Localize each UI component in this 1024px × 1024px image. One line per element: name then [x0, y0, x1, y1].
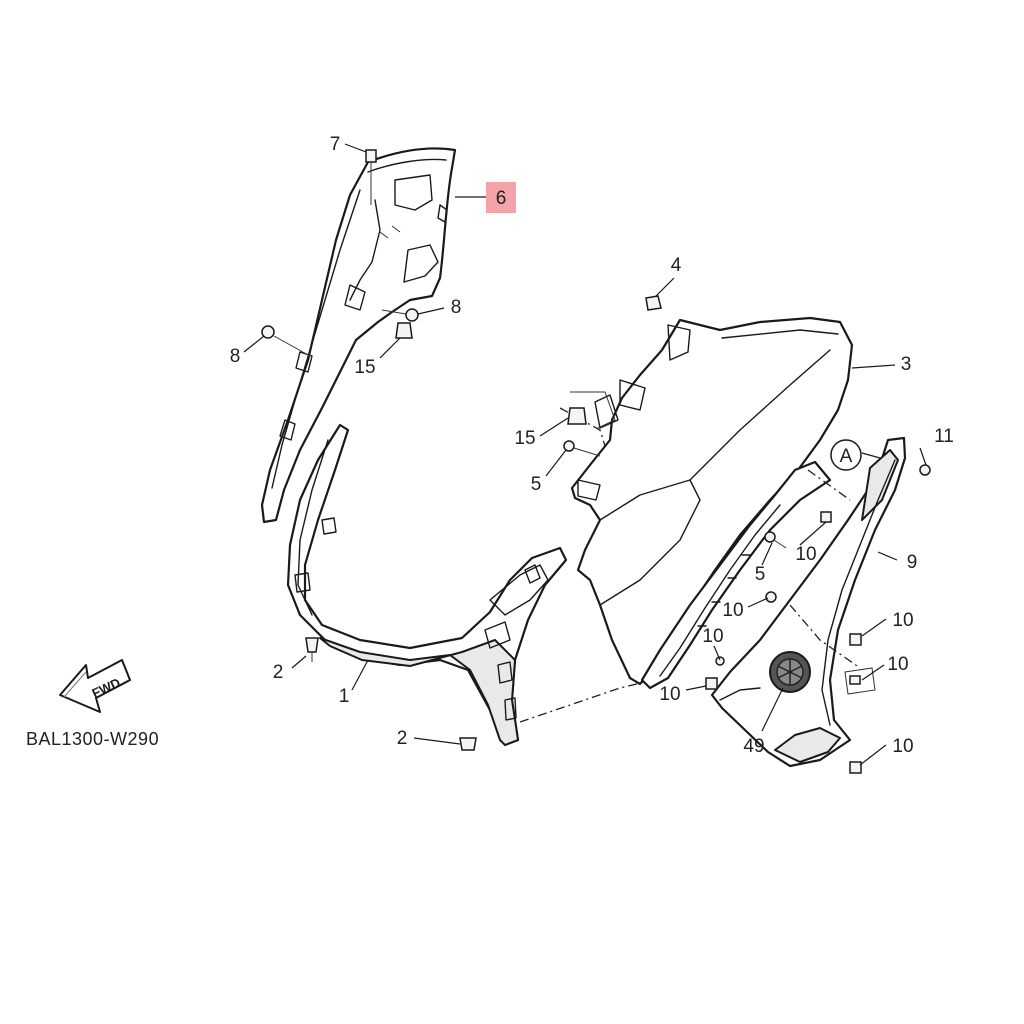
drawing-code: BAL1300-W290 [26, 729, 159, 749]
part-3-side-panel[interactable] [570, 316, 854, 686]
callout-8-right[interactable]: 8 [451, 297, 462, 318]
callout-4[interactable]: 4 [671, 255, 682, 276]
part-6-upper-panel[interactable] [260, 147, 457, 524]
screw-11[interactable] [919, 464, 931, 476]
callout-10-f[interactable]: 10 [659, 684, 680, 705]
part-1-lower-cover[interactable] [286, 423, 568, 747]
screw-2-upper[interactable] [305, 637, 319, 662]
callout-labels: 7 6 8 8 15 4 3 15 5 11 10 5 9 10 10 10 1… [230, 134, 954, 757]
callout-8-left[interactable]: 8 [230, 346, 241, 367]
callout-1[interactable]: 1 [339, 686, 350, 707]
screw-2-lower[interactable] [459, 737, 477, 751]
bolt-8-left[interactable] [261, 325, 311, 357]
screw-7[interactable] [365, 149, 377, 205]
callout-7[interactable]: 7 [330, 134, 341, 155]
part-9-side-cover[interactable] [710, 436, 907, 768]
callout-3[interactable]: 3 [901, 354, 912, 375]
callout-10-g[interactable]: 10 [892, 736, 913, 757]
callout-2-upper[interactable]: 2 [273, 662, 284, 683]
alignment-line [519, 681, 646, 723]
trim-strip[interactable] [640, 460, 832, 690]
nut-4[interactable] [645, 295, 662, 311]
emblem-49[interactable] [769, 651, 811, 693]
reference-marker-a: A [830, 439, 862, 471]
callout-5-lower[interactable]: 5 [755, 564, 766, 585]
callout-11[interactable]: 11 [934, 426, 954, 447]
bolt-8-right[interactable] [381, 308, 419, 322]
callout-2-lower[interactable]: 2 [397, 728, 408, 749]
callout-15-upper[interactable]: 15 [354, 357, 375, 378]
alignment-line [807, 469, 851, 501]
callout-9[interactable]: 9 [907, 552, 918, 573]
screw-5-upper[interactable] [563, 440, 601, 457]
callout-10-a[interactable]: 10 [795, 544, 816, 565]
callout-15-lower[interactable]: 15 [514, 428, 535, 449]
callout-10-d[interactable]: 10 [702, 626, 723, 647]
reference-marker-label: A [840, 446, 853, 467]
callout-10-c[interactable]: 10 [892, 610, 913, 631]
fwd-arrow-icon: FWD [59, 659, 131, 713]
screw-5-lower[interactable] [764, 531, 787, 549]
clip-15-lower[interactable] [567, 407, 587, 425]
callout-5-upper[interactable]: 5 [531, 474, 542, 495]
callout-6[interactable]: 6 [496, 188, 507, 209]
callout-49[interactable]: 49 [743, 736, 764, 757]
highlight-box [486, 182, 516, 213]
callout-10-b[interactable]: 10 [722, 600, 743, 621]
alignment-line [559, 407, 606, 447]
leader-lines [243, 143, 927, 766]
nut-10-set[interactable] [705, 511, 862, 774]
callout-10-e[interactable]: 10 [887, 654, 908, 675]
clip-15-upper[interactable] [395, 322, 413, 339]
